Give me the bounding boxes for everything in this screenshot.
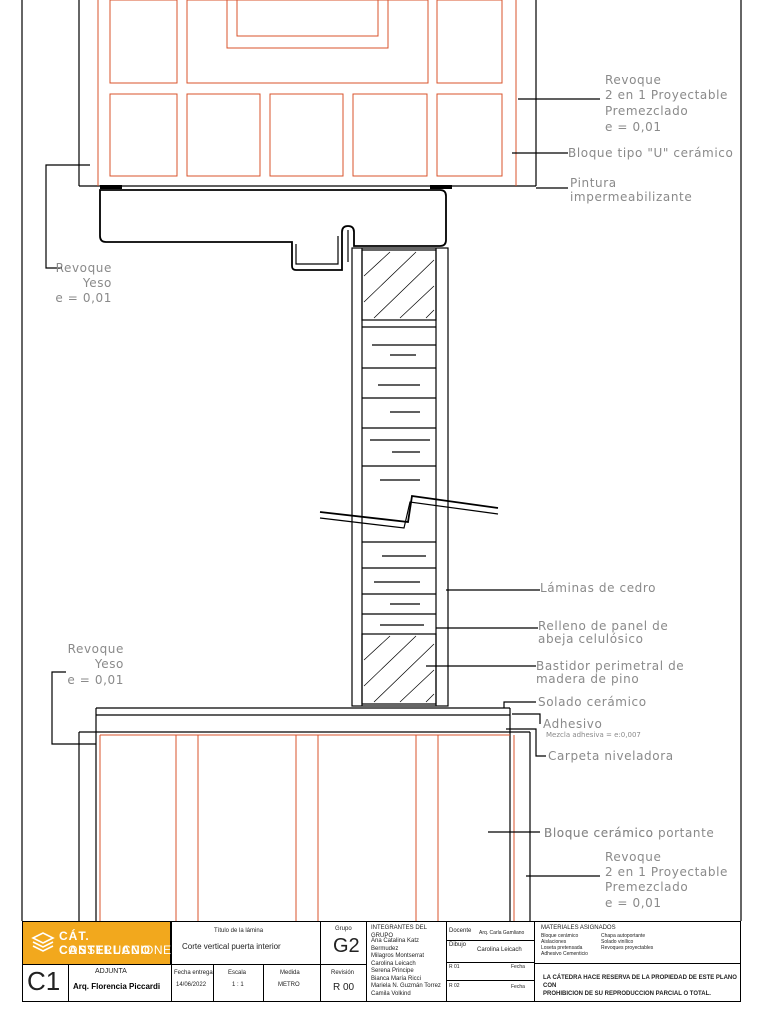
laminas-label: Láminas de cedro — [540, 581, 656, 595]
bloque-portante-label: Bloque cerámico portante — [544, 826, 714, 840]
door-leaf — [319, 247, 499, 707]
revision-value: R 00 — [333, 982, 355, 993]
material-5: Chapa autoportante — [601, 933, 646, 939]
revoque-top-l4: e = 0,01 — [605, 120, 662, 134]
sheet-code-cell: C1 — [23, 964, 69, 1001]
bloque-u-label: Bloque tipo "U" cerámico — [568, 146, 733, 160]
medida-label: Medida — [280, 970, 300, 976]
mezcla-label: Mezcla adhesiva = e:0,007 — [546, 731, 641, 739]
revoque-yeso2-l1: Revoque — [68, 642, 124, 656]
integrante-5: Bianca María Ricci — [371, 975, 422, 982]
grupo-cell: Grupo G2 Revisión R 00 — [321, 922, 367, 1001]
revoque-top-l2: 2 en 1 Proyectable — [605, 88, 728, 102]
adjunta-label: ADJUNTA — [95, 968, 127, 975]
docente-cell: Docente Arq. Carla Gamliano Dibujo Carol… — [447, 922, 535, 1001]
pintura-l1: Pintura — [570, 176, 617, 190]
revoque-yeso1-l2: Yeso — [82, 276, 112, 290]
r02-label: R 02 — [449, 983, 460, 989]
material-3: Losetа pretensada — [541, 945, 583, 951]
material-2: Aislaciones — [541, 939, 567, 945]
grupo-label: Grupo — [335, 926, 352, 932]
bastidor-l1: Bastidor perimetral de — [536, 659, 684, 673]
disclaimer-cell: LA CÁTEDRA HACE RESERVA DE LA PROPIEDAD … — [535, 964, 740, 1001]
relleno-l2: abeja celulósico — [538, 632, 644, 646]
solado-label: Solado cerámico — [538, 695, 647, 709]
door-frame-head — [99, 189, 447, 271]
disclaimer-l1: LA CÁTEDRA HACE RESERVA DE LA PROPIEDAD … — [543, 975, 737, 989]
escala-label: Escala — [228, 970, 247, 976]
revoque-yeso2-l2: Yeso — [94, 657, 124, 671]
logo-line2: CONSTRUCCIONES — [59, 943, 181, 957]
materiales-label: MATERIALES ASIGNADOS — [541, 925, 616, 931]
titulo-value: Corte vertical puerta interior — [182, 942, 281, 951]
material-6: Solado vinílico — [601, 939, 634, 945]
docente-value: Arq. Carla Gamliano — [479, 930, 525, 936]
revoque-bottom-l1: Revoque — [605, 850, 661, 864]
integrante-2: Milagros Montserrat — [371, 953, 425, 959]
medida-value: METRO — [278, 982, 300, 988]
pintura-l2: impermeabilizante — [570, 190, 692, 204]
adjunta-cell: ADJUNTA Arq. Florencia Piccardi — [69, 964, 171, 1001]
adhesivo-label: Adhesivo — [543, 717, 602, 731]
titulo-label: Título de la lámina — [214, 928, 264, 934]
carpeta-label: Carpeta niveladora — [548, 749, 674, 763]
layers-logo-icon — [31, 932, 55, 952]
logo-line1: CÁT. CASTELLANO — [59, 929, 151, 957]
escala-value: 1 : 1 — [232, 982, 244, 988]
revoque-bottom-l2: 2 en 1 Proyectable — [605, 865, 728, 879]
bloque-ceramico-overlap-label: Bloque cerámico — [544, 826, 654, 840]
floor-assembly — [78, 707, 531, 921]
revoque-yeso1-l1: Revoque — [56, 261, 112, 275]
dibujo-label: Dibujo — [449, 942, 467, 948]
titulo-cell: Título de la lámina Corte vertical puert… — [171, 922, 321, 1001]
dibujo-value: Carolina Leicach — [477, 947, 522, 953]
integrantes-label: INTEGRANTES DEL GRUPO — [371, 925, 427, 939]
r02-fecha-label: Fecha — [511, 984, 525, 990]
title-block: CÁT. CASTELLANO CONSTRUCCIONES C1 ADJUNT… — [22, 921, 741, 1002]
docente-label: Docente — [449, 928, 472, 934]
disclaimer-l2: PROHIBICION DE SU REPRODUCCION PARCIAL O… — [543, 991, 711, 997]
logo: CÁT. CASTELLANO CONSTRUCCIONES — [23, 922, 180, 964]
materiales-cell: MATERIALES ASIGNADOS Bloque cerámico Ais… — [535, 922, 740, 964]
revoque-yeso2-l3: e = 0,01 — [67, 673, 124, 687]
material-7: Revoques proyectables — [601, 945, 654, 951]
revoque-bottom-l3: Premezclado — [605, 880, 688, 894]
fecha-value: 14/06/2022 — [176, 982, 207, 988]
grupo-value: G2 — [333, 935, 360, 957]
material-4: Adhesivo Cementicio — [541, 951, 588, 957]
revoque-top-l1: Revoque — [605, 73, 661, 87]
material-1: Bloque cerámico — [541, 933, 579, 939]
revoque-bottom-l4: e = 0,01 — [605, 896, 662, 910]
revoque-top-l3: Premezclado — [605, 104, 688, 118]
integrante-7: Camila Volkind — [371, 990, 411, 997]
r01-fecha-label: Fecha — [511, 964, 525, 970]
integrante-3: Carolina Leicach — [371, 960, 416, 967]
integrantes-cell: INTEGRANTES DEL GRUPO Ana Catalina Katz … — [367, 922, 447, 1001]
annotations: Revoque 2 en 1 Proyectable Premezclado e… — [55, 73, 733, 910]
sheet-code: C1 — [27, 966, 61, 996]
integrante-1: Ana Catalina Katz Bermudez — [371, 938, 420, 952]
integrante-6: Mariela N. Guzmán Torrez — [371, 983, 441, 989]
revision-label: Revisión — [331, 970, 355, 976]
relleno-l1: Relleno de panel de — [538, 619, 668, 633]
upper-lintel — [78, 0, 537, 189]
integrante-4: Serena Principe — [371, 968, 414, 974]
revoque-yeso1-l3: e = 0,01 — [55, 291, 112, 305]
fecha-label: Fecha entrega — [174, 970, 213, 976]
adjunta-name: Arq. Florencia Piccardi — [73, 982, 161, 991]
bastidor-l2: madera de pino — [536, 672, 639, 686]
leader-lines — [45, 98, 600, 877]
r01-label: R 01 — [449, 964, 460, 970]
